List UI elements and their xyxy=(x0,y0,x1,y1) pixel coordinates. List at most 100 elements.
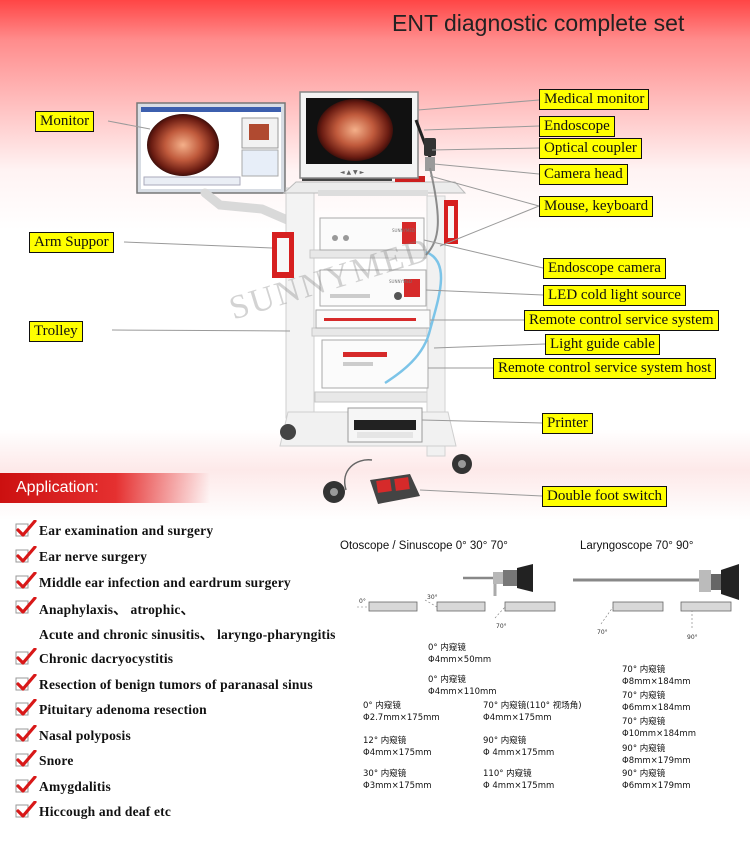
laryngoscope-heading: Laryngoscope 70° 90° xyxy=(580,540,694,552)
application-item-text: Hiccough and deaf etc xyxy=(39,804,172,819)
callout-medical-monitor: Medical monitor xyxy=(539,89,650,110)
application-item: Middle ear infection and eardrum surgery xyxy=(15,571,291,594)
tip-angle-5: 90° xyxy=(687,634,698,641)
check-icon xyxy=(15,596,39,619)
application-item: Chronic dacryocystitis xyxy=(15,647,173,670)
scope-spec-size: Φ8mm×184mm xyxy=(622,677,691,687)
scope-spec-size: Φ2.7mm×175mm xyxy=(363,713,440,723)
scope-illustration: 0° 30° 70° 70° 90° xyxy=(357,564,739,641)
scope-spec-name: 0° 内窥镜 xyxy=(363,701,401,711)
scope-spec-name: 70° 内窥镜 xyxy=(622,717,666,727)
light-guide-cable xyxy=(384,250,443,385)
scope-spec-size: Φ6mm×179mm xyxy=(622,781,691,791)
scope-spec: 70° 内窥镜(110° 视场角) Φ4mm×175mm xyxy=(483,700,582,724)
laryngoscope-image xyxy=(573,564,739,600)
application-item: Snore xyxy=(15,749,74,772)
callout-trolley: Trolley xyxy=(29,321,83,342)
application-item: Resection of benign tumors of paranasal … xyxy=(15,673,313,696)
application-item: Pituitary adenoma resection xyxy=(15,698,207,721)
application-item: Hiccough and deaf etc xyxy=(15,800,172,823)
scope-spec-name: 90° 内窥镜 xyxy=(483,736,527,746)
trolley xyxy=(272,176,472,503)
application-item: Ear examination and surgery xyxy=(15,519,214,542)
callout-endoscope: Endoscope xyxy=(539,116,615,137)
scope-spec-size: Φ6mm×184mm xyxy=(622,703,691,713)
application-item-text: Amygdalitis xyxy=(39,779,111,794)
scope-spec-name: 30° 内窥镜 xyxy=(363,769,407,779)
scope-spec-size: Φ10mm×184mm xyxy=(622,729,696,739)
application-item: Nasal polyposis xyxy=(15,724,131,747)
application-item: Amygdalitis xyxy=(15,775,111,798)
scope-spec-name: 70° 内窥镜(110° 视场角) xyxy=(483,701,582,711)
side-monitor xyxy=(136,102,286,194)
equipment-illustration: ◄ ▲ ▼ ► SUNNYMED SUNNYMED xyxy=(107,91,546,504)
application-item-text: Anaphylaxis、 atrophic、 xyxy=(39,602,195,617)
scope-spec: 70° 内窥镜 Φ6mm×184mm xyxy=(622,690,691,714)
scope-spec-size: Φ4mm×175mm xyxy=(363,748,432,758)
check-icon xyxy=(15,647,39,670)
application-item-text: Middle ear infection and eardrum surgery xyxy=(39,575,291,590)
monitor-buttons: ◄ ▲ ▼ ► xyxy=(340,169,365,176)
application-item-text: Resection of benign tumors of paranasal … xyxy=(39,677,313,692)
application-item-text: Ear nerve surgery xyxy=(39,549,148,564)
host-unit xyxy=(321,339,429,389)
callout-optical-coupler: Optical coupler xyxy=(539,138,642,159)
check-icon xyxy=(15,800,39,823)
check-icon xyxy=(15,545,39,568)
printer-unit xyxy=(347,407,423,443)
scope-spec-size: Φ8mm×179mm xyxy=(622,756,691,766)
scope-spec-size: Φ4mm×110mm xyxy=(428,687,497,697)
camera-unit-brand: SUNNYMED xyxy=(392,228,415,233)
application-item: Ear nerve surgery xyxy=(15,545,148,568)
endoscope-assembly xyxy=(414,119,436,171)
callout-led-light-source: LED cold light source xyxy=(543,285,686,306)
application-banner xyxy=(0,473,210,503)
scope-spec-size: Φ 4mm×175mm xyxy=(483,748,555,758)
tip-angle-3: 70° xyxy=(496,623,507,630)
scope-spec-size: Φ4mm×50mm xyxy=(428,655,492,665)
scope-spec: 90° 内窥镜 Φ6mm×179mm xyxy=(622,768,691,792)
scope-spec: 12° 内窥镜 Φ4mm×175mm xyxy=(363,735,432,759)
scope-spec-size: Φ4mm×175mm xyxy=(483,713,552,723)
light-unit-brand: SUNNYMED xyxy=(389,279,412,284)
scope-spec-name: 0° 内窥镜 xyxy=(428,643,466,653)
callout-monitor: Monitor xyxy=(35,111,95,132)
camera-unit: SUNNYMED xyxy=(319,217,425,251)
scope-spec: 0° 内窥镜 Φ4mm×110mm xyxy=(428,674,497,698)
callout-light-guide-cable: Light guide cable xyxy=(545,334,660,355)
otoscope-heading: Otoscope / Sinuscope 0° 30° 70° xyxy=(340,540,508,552)
application-item-text: Nasal polyposis xyxy=(39,728,131,743)
application-item: Acute and chronic sinusitis、 laryngo-pha… xyxy=(15,623,336,643)
scope-spec: 70° 内窥镜 Φ10mm×184mm xyxy=(622,716,696,740)
application-item-text: Acute and chronic sinusitis、 laryngo-pha… xyxy=(39,627,336,642)
otoscope-image xyxy=(463,564,533,596)
application-item: Anaphylaxis、 atrophic、 xyxy=(15,596,195,619)
callout-arm-support: Arm Suppor xyxy=(29,232,114,253)
foot-switch xyxy=(343,459,420,504)
medical-monitor: ◄ ▲ ▼ ► xyxy=(299,91,419,179)
scope-spec: 110° 内窥镜 Φ 4mm×175mm xyxy=(483,768,554,792)
application-item-text: Pituitary adenoma resection xyxy=(39,702,207,717)
scope-spec: 70° 内窥镜 Φ8mm×184mm xyxy=(622,664,691,688)
callout-printer: Printer xyxy=(542,413,593,434)
callout-double-foot-switch: Double foot switch xyxy=(542,486,667,507)
callout-camera-head: Camera head xyxy=(539,164,628,185)
scope-spec-name: 110° 内窥镜 xyxy=(483,769,532,779)
scope-spec-name: 90° 内窥镜 xyxy=(622,769,666,779)
check-icon xyxy=(15,519,39,542)
check-icon xyxy=(15,571,39,594)
check-icon xyxy=(15,698,39,721)
arm-support xyxy=(200,188,297,227)
callout-remote-control-system: Remote control service system xyxy=(524,310,719,331)
scope-spec-name: 70° 内窥镜 xyxy=(622,691,666,701)
scope-spec-name: 0° 内窥镜 xyxy=(428,675,466,685)
scope-spec-name: 12° 内窥镜 xyxy=(363,736,407,746)
remote-control-unit xyxy=(315,309,431,329)
application-item-text: Ear examination and surgery xyxy=(39,523,214,538)
scope-spec-name: 70° 内窥镜 xyxy=(622,665,666,675)
tip-angle-4: 70° xyxy=(597,629,608,636)
camera-cable xyxy=(425,167,439,256)
scope-spec: 0° 内窥镜 Φ4mm×50mm xyxy=(428,642,491,666)
scope-spec-size: Φ 4mm×175mm xyxy=(483,781,555,791)
